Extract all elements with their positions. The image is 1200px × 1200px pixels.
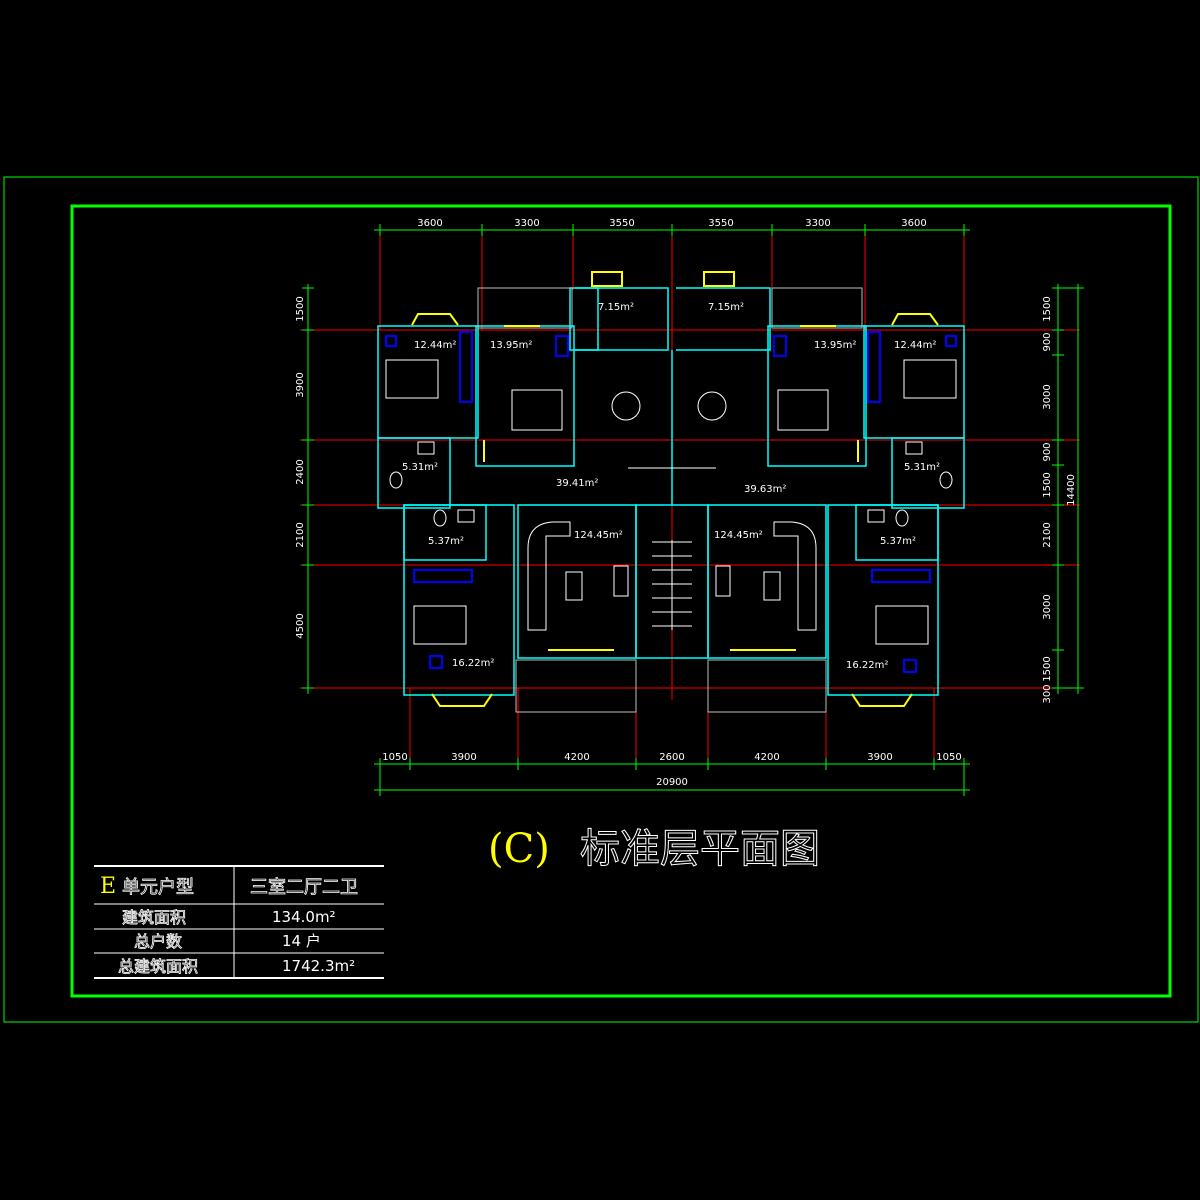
left-dim-1: 1500 [295, 296, 306, 321]
table-row-1-value: 三室二厅二卫 [250, 877, 358, 898]
table-row-4-value: 1742.3m² [282, 957, 355, 975]
right-dim-total: 14400 [1066, 474, 1077, 506]
title-main: 标准层平面图 [580, 826, 820, 872]
drawing-title: (C) 标准层平面图 [488, 826, 821, 873]
bottom-dim-total: 20900 [656, 777, 688, 788]
bottom-dim-3: 4200 [564, 752, 589, 763]
top-dim-4: 3550 [708, 218, 733, 229]
bottom-dimension-chain [374, 758, 970, 796]
right-dimension-chain [1052, 284, 1084, 694]
bottom-dim-4: 2600 [659, 752, 684, 763]
room-label-bedroom-ur2: 13.95m² [814, 340, 856, 351]
room-label-bedroom-lr: 16.22m² [846, 660, 888, 671]
inner-title-border [70, 204, 1172, 998]
bottom-dim-5: 4200 [754, 752, 779, 763]
table-row-3-value: 14 户 [282, 932, 321, 950]
table-row-4-label: 总建筑面积 [118, 957, 198, 976]
room-label-balcony-r: 7.15m² [708, 302, 744, 313]
left-dim-2: 3900 [295, 372, 306, 397]
table-row-1-label: 单元户型 [122, 877, 194, 898]
room-label-living-l: 124.45m² [574, 530, 623, 541]
top-dim-1: 3600 [417, 218, 442, 229]
room-label-bedroom-ul: 12.44m² [414, 340, 456, 351]
room-label-balcony-l: 7.15m² [598, 302, 634, 313]
right-dim-6: 2100 [1042, 522, 1053, 547]
room-label-bath2-l: 5.37m² [428, 536, 464, 547]
bay-windows [411, 271, 939, 707]
title-prefix: (C) [488, 826, 550, 872]
bottom-dim-1: 1050 [382, 752, 407, 763]
right-dim-2: 900 [1042, 332, 1053, 351]
bottom-dim-6: 3900 [867, 752, 892, 763]
table-row-2-value: 134.0m² [272, 908, 336, 926]
top-dim-2: 3300 [514, 218, 539, 229]
right-dim-7: 3000 [1042, 594, 1053, 619]
top-dim-5: 3300 [805, 218, 830, 229]
axis-grid [300, 232, 1080, 760]
room-label-bedroom-ur: 12.44m² [894, 340, 936, 351]
top-dim-3: 3550 [609, 218, 634, 229]
room-label-bath2-r: 5.37m² [880, 536, 916, 547]
furniture [385, 359, 957, 645]
left-dim-3: 2400 [295, 459, 306, 484]
right-dim-5: 1500 [1042, 472, 1053, 497]
room-label-bedroom-ll: 16.22m² [452, 658, 494, 669]
table-row-2-label: 建筑面积 [122, 908, 186, 927]
right-dim-8: 1500 [1042, 656, 1053, 681]
table-row-3-label: 总户数 [134, 932, 182, 951]
right-dim-1: 1500 [1042, 296, 1053, 321]
room-label-bedroom-ul2: 13.95m² [490, 340, 532, 351]
left-dim-4: 2100 [295, 522, 306, 547]
summary-table: E 单元户型 三室二厅二卫 建筑面积 134.0m² 总户数 14 户 总建筑面… [94, 865, 384, 979]
wardrobes [385, 331, 957, 673]
unit-letter: E [100, 874, 116, 899]
balcony-outlines [477, 287, 863, 713]
room-label-dining-l: 39.41m² [556, 478, 598, 489]
top-dimension-chain [374, 224, 970, 236]
top-dim-6: 3600 [901, 218, 926, 229]
left-dim-5: 4500 [295, 613, 306, 638]
walls [377, 287, 965, 696]
room-label-living-r: 124.45m² [714, 530, 763, 541]
bottom-dim-7: 1050 [936, 752, 961, 763]
right-dim-4: 900 [1042, 442, 1053, 461]
right-dim-9: 300 [1042, 684, 1053, 703]
room-label-bath-l: 5.31m² [402, 462, 438, 473]
room-label-bath-r: 5.31m² [904, 462, 940, 473]
right-dim-3: 3000 [1042, 384, 1053, 409]
bottom-dim-2: 3900 [451, 752, 476, 763]
room-label-dining-r: 39.63m² [744, 484, 786, 495]
outer-sheet-border [3, 176, 1199, 1023]
left-dimension-chain [302, 284, 314, 694]
